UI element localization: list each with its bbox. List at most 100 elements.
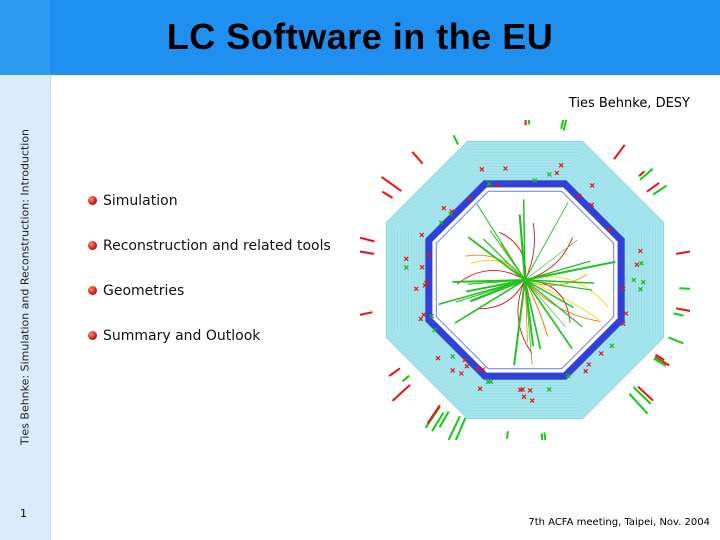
- calorimeter-layer: [399, 154, 651, 406]
- hit-marker: [631, 277, 637, 283]
- hit-marker: [462, 357, 468, 363]
- energy-spike: [675, 307, 690, 312]
- hit-marker: [598, 350, 604, 356]
- energy-spike: [639, 167, 654, 181]
- hit-marker: [609, 343, 615, 349]
- bullet-item: Simulation: [88, 190, 331, 235]
- title-bar-corner: [0, 0, 50, 75]
- bullet-item: Summary and Outlook: [88, 325, 331, 370]
- track-line: [524, 279, 535, 347]
- calorimeter-layer: [394, 149, 656, 411]
- hit-marker: [640, 279, 646, 285]
- calorimeter-layer: [386, 141, 664, 419]
- calorimeter-layer: [405, 160, 645, 400]
- track-line: [518, 214, 527, 281]
- calorimeter-layer: [391, 146, 659, 414]
- author-line: Ties Behnke, DESY: [568, 96, 690, 111]
- track-line: [454, 279, 526, 324]
- hit-marker: [576, 193, 582, 199]
- track-line: [524, 279, 542, 350]
- hit-marker: [565, 373, 571, 379]
- calorimeter-layer: [402, 157, 648, 403]
- track-curve: [524, 222, 535, 281]
- hit-marker: [435, 355, 441, 361]
- track-line: [438, 279, 526, 306]
- calorimeter-layer: [422, 177, 628, 383]
- hit-marker: [589, 202, 595, 208]
- energy-spike: [447, 415, 461, 440]
- hit-marker: [521, 394, 527, 400]
- hit-marker: [441, 205, 447, 211]
- energy-spike: [401, 374, 410, 383]
- bullet-dot-icon: [88, 331, 97, 340]
- energy-spike: [543, 432, 547, 440]
- track-line: [524, 279, 573, 350]
- hit-marker: [418, 316, 424, 322]
- energy-spike: [632, 386, 652, 405]
- bullet-dot-icon: [88, 286, 97, 295]
- hit-marker: [623, 311, 629, 316]
- energy-spike: [668, 336, 684, 345]
- energy-spike: [653, 357, 667, 367]
- track-line: [482, 238, 526, 281]
- hit-marker: [496, 182, 502, 188]
- hit-marker: [606, 226, 612, 232]
- track-line: [524, 239, 578, 281]
- bullet-dot-icon: [88, 241, 97, 250]
- hit-marker: [546, 386, 552, 392]
- hit-marker: [477, 386, 483, 392]
- hit-marker: [458, 371, 464, 376]
- energy-spike: [638, 170, 646, 177]
- tracker-ring: [425, 180, 625, 380]
- hit-marker: [432, 327, 438, 333]
- energy-spike: [431, 411, 445, 432]
- hit-marker: [620, 321, 626, 327]
- hit-marker: [403, 256, 409, 262]
- energy-spike: [540, 433, 544, 440]
- hit-marker: [634, 262, 640, 268]
- hit-marker: [583, 368, 589, 374]
- track-line: [465, 279, 526, 293]
- bullet-dot-icon: [88, 196, 97, 205]
- energy-spike: [675, 250, 690, 255]
- hit-marker: [554, 170, 560, 176]
- energy-spike: [637, 385, 654, 402]
- hit-marker: [589, 182, 595, 188]
- energy-spike: [506, 431, 509, 439]
- hit-marker: [532, 178, 538, 183]
- track-line: [524, 260, 616, 281]
- hit-marker: [546, 172, 552, 177]
- energy-spike: [452, 134, 459, 146]
- energy-spike: [391, 384, 411, 402]
- energy-spike: [381, 176, 402, 192]
- track-line: [467, 236, 526, 281]
- hit-marker: [419, 232, 425, 238]
- calorimeter-layer: [397, 152, 653, 408]
- energy-spike: [628, 393, 649, 415]
- track-line: [476, 203, 526, 281]
- energy-spike: [454, 417, 467, 440]
- track-line: [524, 279, 595, 284]
- track-line: [467, 279, 526, 285]
- hit-marker: [558, 162, 564, 168]
- hit-marker: [527, 387, 533, 393]
- hit-marker: [475, 366, 481, 372]
- track-curve: [479, 279, 526, 310]
- hit-marker: [464, 363, 470, 369]
- energy-spike: [360, 311, 373, 316]
- hit-marker: [423, 280, 429, 286]
- bullet-item: Geometries: [88, 280, 331, 325]
- bullet-list: Simulation Reconstruction and related to…: [88, 190, 331, 370]
- energy-spike: [613, 144, 626, 160]
- energy-spike: [652, 184, 668, 196]
- hit-marker: [422, 283, 428, 288]
- hit-marker: [413, 286, 419, 292]
- track-line: [524, 279, 574, 309]
- track-line: [524, 279, 593, 291]
- page-number: 1: [20, 507, 27, 520]
- footer-text: 7th ACFA meeting, Taipei, Nov. 2004: [528, 517, 710, 528]
- hit-marker: [403, 265, 409, 271]
- slide-title: LC Software in the EU: [166, 16, 554, 57]
- energy-spike: [438, 411, 450, 428]
- energy-spike: [654, 353, 665, 361]
